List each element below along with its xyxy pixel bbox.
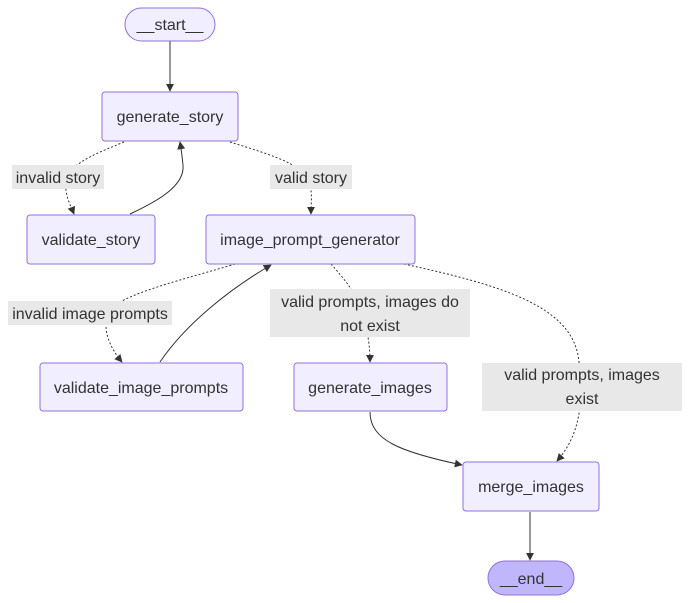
label-invalid-image-prompts-text: invalid image prompts [12,306,168,323]
node-generate-story-label: generate_story [117,109,224,126]
node-validate-image-prompts-label: validate_image_prompts [54,380,228,397]
node-generate-story[interactable]: generate_story [101,91,239,142]
label-valid-story: valid story [270,165,352,189]
node-end[interactable]: __end__ [487,560,575,596]
label-invalid-image-prompts: invalid image prompts [8,301,172,325]
label-valid-prompts-not-exist-line1: valid prompts, images do [281,294,459,311]
node-generate-images[interactable]: generate_images [293,362,448,412]
node-validate-image-prompts[interactable]: validate_image_prompts [39,362,244,412]
label-valid-prompts-exist: valid prompts, images exist [482,363,682,411]
node-start-label: __start__ [136,17,205,34]
node-image-prompt-generator-label: image_prompt_generator [220,232,400,249]
node-merge-images[interactable]: merge_images [462,461,600,512]
edge-ipg-to-merge-images [403,263,582,462]
node-start[interactable]: __start__ [124,7,216,42]
label-valid-prompts-exist-line2: exist [566,391,599,408]
node-merge-images-label: merge_images [478,479,584,496]
label-valid-prompts-not-exist: valid prompts, images do not exist [270,289,470,337]
label-invalid-story-text: invalid story [16,170,100,187]
nodes: __start__ generate_story validate_story … [26,7,600,596]
edge-validate-image-prompts-to-ipg [159,264,272,363]
node-generate-images-label: generate_images [308,380,432,397]
edge-labels: invalid story valid story invalid image … [8,165,682,411]
edge-generate-images-to-merge-images [369,411,463,468]
edge-validate-story-to-generate-story [129,141,186,215]
label-valid-story-text: valid story [275,170,347,187]
label-valid-prompts-not-exist-line2: not exist [340,318,400,335]
label-valid-prompts-exist-line1: valid prompts, images [504,367,660,384]
node-validate-story[interactable]: validate_story [26,214,156,265]
label-invalid-story: invalid story [12,165,104,189]
node-validate-story-label: validate_story [42,232,141,249]
node-end-label: __end__ [499,571,563,588]
node-image-prompt-generator[interactable]: image_prompt_generator [205,214,416,265]
